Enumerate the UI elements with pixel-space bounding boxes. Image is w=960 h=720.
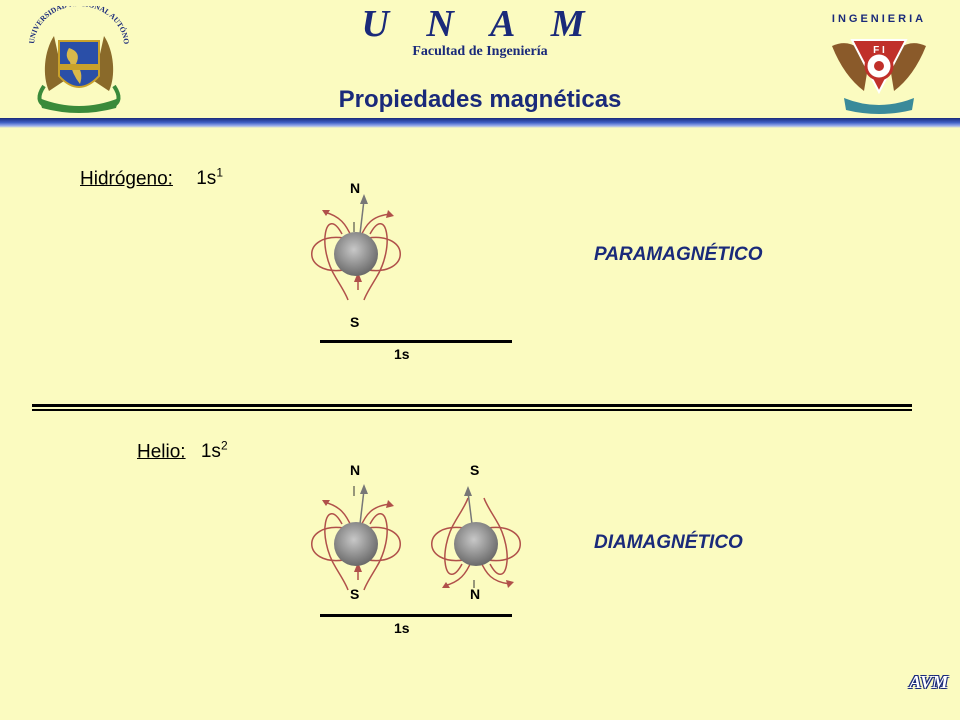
h-electron-spin-up-diagram	[311, 194, 401, 301]
crest-left-text: UNIVERSIDAD NACIONAL AUTÓNOMA DE MÉXICO	[24, 6, 131, 45]
author-initials: AVM	[909, 672, 948, 692]
he-orbital-label: 1s	[394, 620, 410, 636]
he-electron-spin-up-diagram	[311, 484, 401, 591]
h-pole-bottom: S	[350, 314, 360, 330]
he-e1-pole-bottom: S	[350, 586, 360, 602]
helium-config-exp: 2	[220, 439, 228, 453]
unam-heading: U N A M	[361, 3, 599, 45]
paramagnetic-label: PARAMAGNÉTICO	[594, 244, 763, 265]
svg-text:UNIVERSIDAD NACIONAL AUTÓNOMA: UNIVERSIDAD NACIONAL AUTÓNOMA DE MÉXICO	[24, 6, 131, 45]
he-electron-spin-down-diagram	[431, 486, 521, 588]
h-orbital-line	[320, 340, 512, 343]
unam-crest-logo: UNIVERSIDAD NACIONAL AUTÓNOMA DE MÉXICO	[24, 6, 131, 113]
helium-label: Helio:	[137, 441, 186, 463]
ingenieria-crest-logo: INGENIERIA F I	[832, 13, 926, 114]
hydrogen-row: Hidrógeno: 1s1	[80, 166, 223, 190]
helium-config: 1s2	[200, 439, 228, 463]
crest-right-fi: F I	[873, 45, 885, 56]
header-gradient-bar	[0, 118, 960, 128]
page-title: Propiedades magnéticas	[338, 86, 622, 113]
diamagnetic-label: DIAMAGNÉTICO	[594, 532, 743, 553]
he-orbital-line	[320, 614, 512, 617]
h-orbital-label: 1s	[394, 346, 410, 362]
he-e1-pole-top: N	[350, 462, 361, 478]
helium-row: Helio: 1s2	[137, 439, 228, 463]
hydrogen-label: Hidrógeno:	[80, 168, 173, 190]
crest-right-text: INGENIERIA	[832, 13, 926, 25]
he-e2-pole-top: S	[470, 462, 480, 478]
faculty-subtitle: Facultad de Ingeniería	[412, 44, 548, 59]
hydrogen-config-base: 1s	[196, 168, 217, 190]
he-e2-pole-bottom: N	[470, 586, 481, 602]
helium-config-base: 1s	[200, 441, 221, 463]
section-separator	[32, 404, 912, 411]
h-pole-top: N	[350, 180, 361, 196]
hydrogen-config: 1s1	[196, 166, 223, 190]
hydrogen-config-exp: 1	[216, 166, 223, 180]
